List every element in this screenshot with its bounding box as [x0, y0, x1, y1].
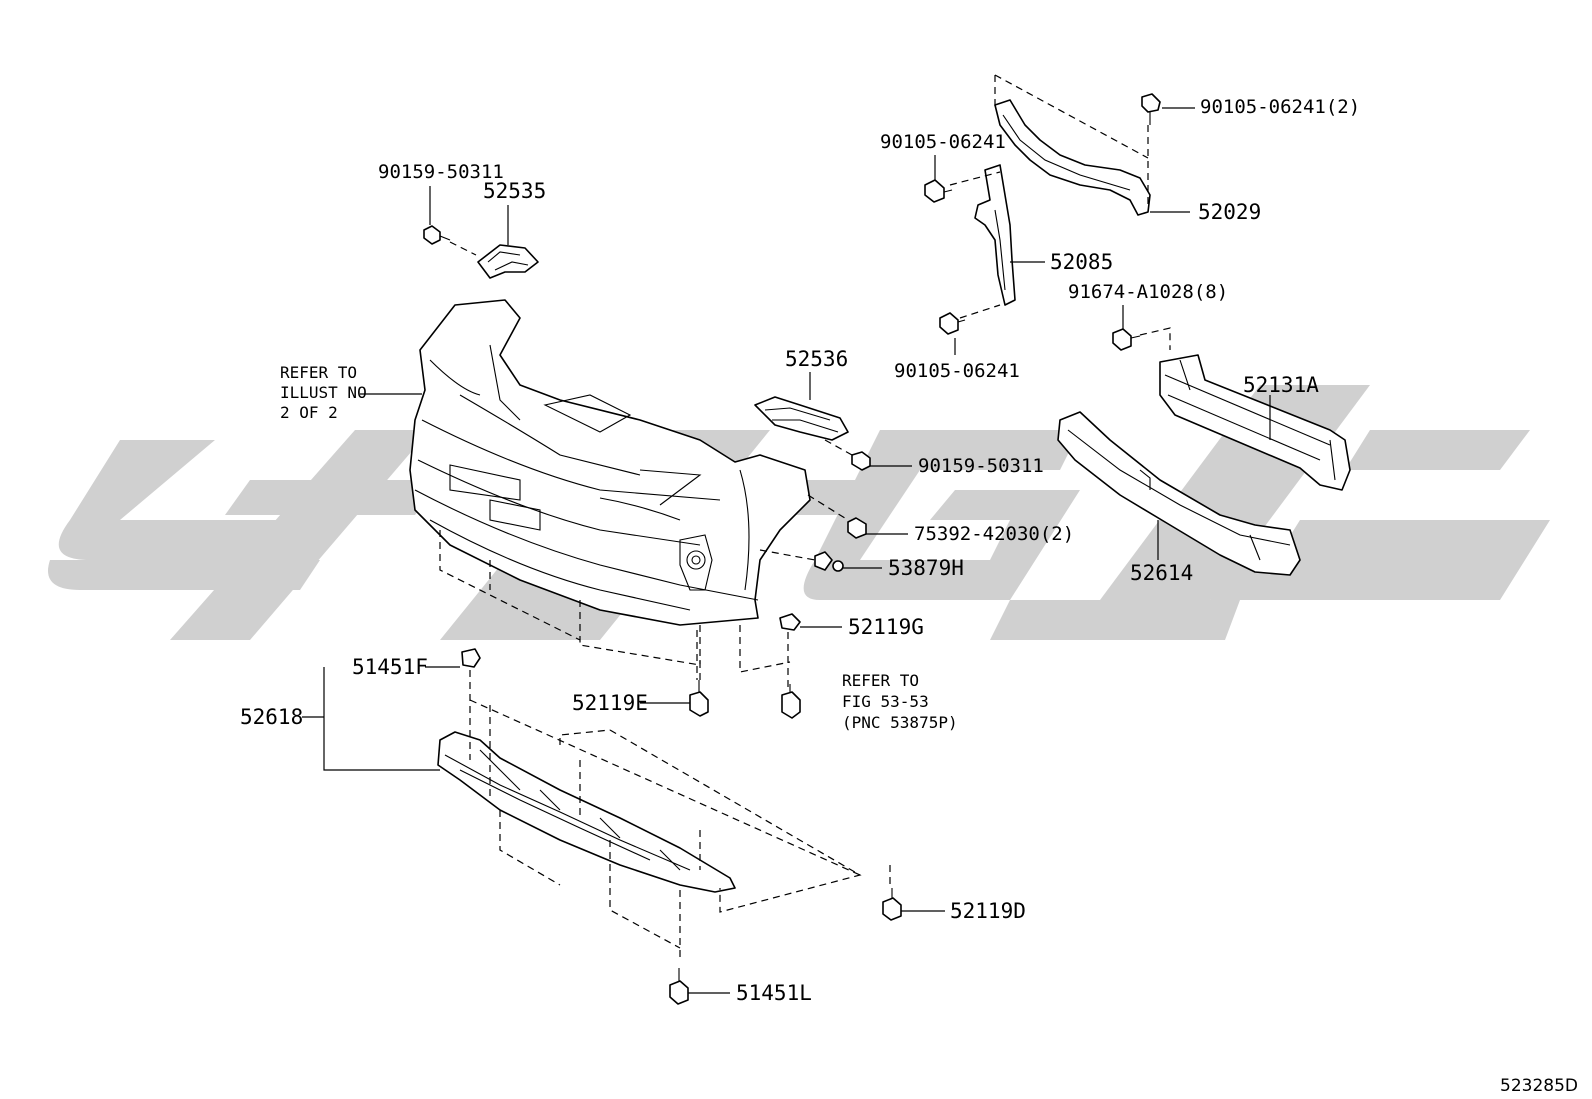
label-52618: 52618: [240, 705, 303, 729]
screw-51451l-drawing: [669, 968, 689, 1005]
bumper-dashed-guide: [439, 530, 791, 680]
label-90105-06241-b: 90105-06241: [894, 360, 1020, 382]
label-90159-50311-a: 90159-50311: [378, 161, 504, 183]
bolt-90105-06241-a-drawing: [924, 179, 953, 203]
bolt-91674-a1028-drawing: [1112, 328, 1141, 351]
absorber-52614-drawing: [1057, 411, 1301, 576]
screw-52119d-drawing: [882, 888, 902, 921]
label-52535: 52535: [483, 179, 546, 203]
note-refer-illust-line-2: ILLUST NO: [280, 383, 367, 402]
clip-51451f-drawing: [461, 648, 481, 668]
label-91674-a1028-8: 91674-A1028(8): [1068, 281, 1228, 303]
note-refer-illust: REFER TO ILLUST NO 2 OF 2: [280, 363, 367, 422]
note-refer-fig-line-3: (PNC 53875P): [842, 713, 958, 732]
clip-52119g-drawing: [779, 613, 801, 690]
label-52119g: 52119G: [848, 615, 924, 639]
note-refer-illust-line-3: 2 OF 2: [280, 403, 338, 422]
bolt-90105-06241-2-drawing: [1141, 93, 1161, 125]
label-90105-06241-2: 90105-06241(2): [1200, 96, 1360, 118]
note-refer-fig-line-1: REFER TO: [842, 671, 919, 690]
bracket-52535-drawing: [477, 244, 539, 279]
bracket-52029-drawing: [994, 99, 1151, 216]
label-52119d: 52119D: [950, 899, 1026, 923]
label-51451f: 51451F: [352, 655, 428, 679]
label-51451l: 51451L: [736, 981, 812, 1005]
leader-lines: [302, 107, 1271, 994]
clip-53879h-drawing: [759, 549, 844, 572]
screw-52119e-drawing: [689, 630, 709, 717]
under-cover-52618-drawing: [437, 731, 736, 893]
bracket-52085-drawing: [974, 164, 1016, 306]
screw-refer-fig-drawing: [781, 684, 801, 719]
label-52614: 52614: [1130, 561, 1193, 585]
note-refer-fig: REFER TO FIG 53-53 (PNC 53875P): [842, 671, 958, 732]
label-90105-06241-a: 90105-06241: [880, 131, 1006, 153]
label-52029: 52029: [1198, 200, 1261, 224]
label-52119e: 52119E: [572, 691, 648, 715]
under-cover-dashed-guide: [469, 670, 891, 960]
label-53879h: 53879H: [888, 556, 964, 580]
label-52536: 52536: [785, 347, 848, 371]
bracket-52536-drawing: [754, 396, 849, 441]
label-52131a: 52131A: [1243, 373, 1319, 397]
bumper-cover: [409, 299, 811, 626]
diagram-code: 523285D: [1500, 1076, 1578, 1096]
label-90159-50311-b: 90159-50311: [918, 455, 1044, 477]
bolt-90159-50311-a-drawing: [423, 225, 477, 256]
upper-dashed-guide: [949, 74, 1171, 350]
note-refer-illust-line-1: REFER TO: [280, 363, 357, 382]
label-75392-42030-2: 75392-42030(2): [914, 523, 1074, 545]
label-52085: 52085: [1050, 250, 1113, 274]
bolt-90105-06241-b-drawing: [939, 312, 966, 335]
reinforcement-52131a-drawing: [1159, 354, 1351, 491]
note-refer-fig-line-2: FIG 53-53: [842, 692, 929, 711]
bolt-90159-50311-b-drawing: [824, 439, 871, 471]
